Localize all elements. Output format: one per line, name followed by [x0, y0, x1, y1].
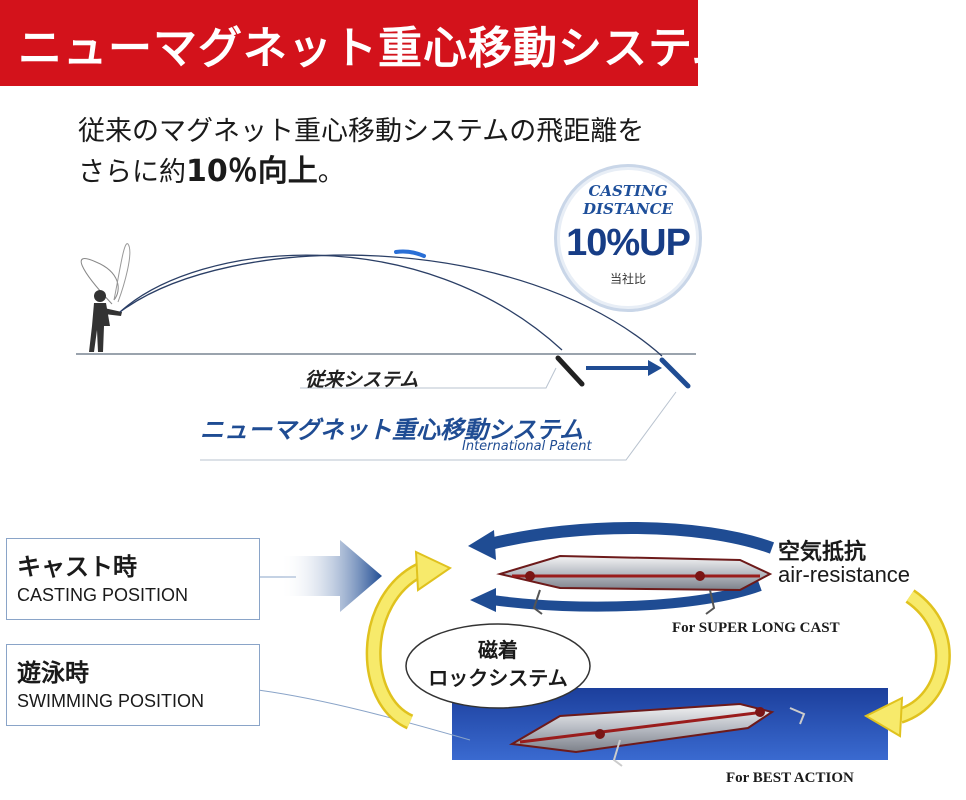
lead-line-1: 従来のマグネット重心移動システムの飛距離を	[78, 116, 645, 147]
new-landing-lure	[659, 357, 691, 389]
yellow-arrow-right	[898, 591, 949, 722]
casting-distance-badge: CASTING DISTANCE 10%UP 当社比	[560, 170, 696, 306]
lock-system-text: 磁着 ロックシステム	[420, 636, 576, 692]
air-resistance-en: air-resistance	[778, 562, 911, 587]
fishing-line-loop	[80, 258, 119, 305]
new-system-label: ニューマグネット重心移動システム	[200, 416, 584, 444]
lead-text: 従来のマグネット重心移動システムの飛距離を さらに約10％向上。	[78, 112, 644, 193]
lead-line-2: さらに約10％向上。	[78, 152, 644, 193]
lock-system-line-2: ロックシステム	[428, 666, 568, 690]
swimming-position-en: SWIMMING POSITION	[17, 691, 204, 711]
lure-in-flight	[394, 249, 426, 258]
title-banner: ニューマグネット重心移動システム	[0, 0, 736, 86]
casting-lure	[496, 554, 773, 615]
yellow-arrow-right-head	[863, 696, 904, 738]
patent-label: International Patent	[462, 439, 592, 454]
swim-connector	[257, 689, 471, 741]
angler-silhouette	[89, 290, 122, 352]
lock-system-line-1: 磁着	[478, 638, 518, 662]
swim-caption: For BEST ACTION	[726, 770, 854, 786]
lead-line-2-pre: さらに約	[78, 157, 186, 188]
badge-percent: 10%UP	[566, 222, 691, 264]
yellow-arrow-left	[368, 565, 423, 728]
yellow-arrow-left-head	[414, 550, 453, 592]
casting-position-box: キャスト時 CASTING POSITION	[6, 538, 260, 620]
new-trajectory	[119, 254, 663, 357]
banner-title: ニューマグネット重心移動システム	[18, 23, 737, 74]
new-callout-line	[200, 391, 677, 461]
old-callout-line	[300, 367, 557, 389]
badge-line-1: CASTING	[588, 182, 668, 200]
casting-position-en: CASTING POSITION	[17, 585, 189, 605]
casting-position-jp: キャスト時	[17, 553, 137, 581]
air-arrow-top-head	[468, 530, 496, 560]
swimming-position-jp: 遊泳時	[17, 659, 89, 687]
lead-highlight: 10％向上	[186, 154, 318, 189]
air-arrow-bottom	[491, 581, 762, 612]
old-system-label: 従来システム	[305, 369, 419, 391]
cast-caption: For SUPER LONG CAST	[672, 620, 840, 636]
air-arrow-bottom-head	[470, 588, 496, 612]
lock-system-bubble	[405, 623, 591, 709]
air-arrow-top	[488, 522, 775, 554]
air-resistance-jp: 空気抵抗	[778, 540, 867, 565]
badge-note: 当社比	[609, 272, 646, 286]
fishing-rod	[113, 243, 131, 303]
lead-line-2-post: 。	[317, 157, 345, 188]
gain-arrow-head	[648, 360, 662, 376]
swimming-lure	[508, 702, 806, 767]
badge-line-2: DISTANCE	[583, 200, 673, 218]
old-landing-lure	[555, 355, 585, 387]
swimming-position-box: 遊泳時 SWIMMING POSITION	[6, 644, 260, 726]
cast-direction-arrow	[280, 540, 382, 612]
